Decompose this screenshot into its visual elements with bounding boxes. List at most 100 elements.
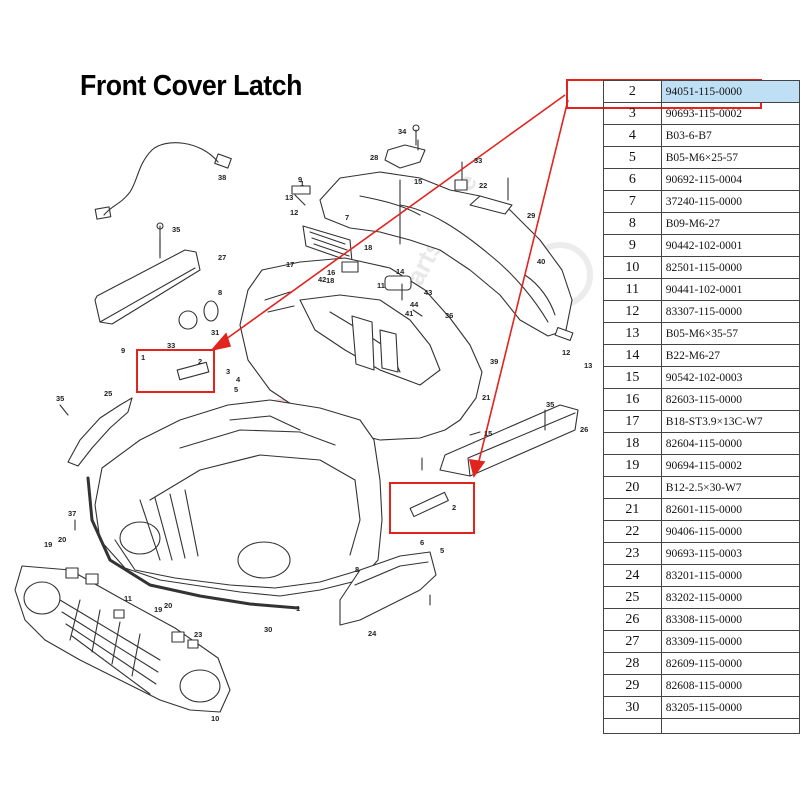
callout: 35 [56,394,64,403]
item-number: 27 [603,630,662,653]
callout: 27 [218,253,226,262]
callout: 36 [445,311,453,320]
item-number: 4 [603,124,662,147]
vent-grille-18 [302,225,353,263]
part-number: B18-ST3.9×13C-W7 [660,410,800,433]
callout: 20 [164,601,172,610]
item-number: 13 [603,322,662,345]
item-number: 29 [603,674,662,697]
callout: 13 [584,361,592,370]
item-number: 3 [603,102,662,125]
callout: 16 [327,268,335,277]
part-number: 83201-115-0000 [660,564,800,587]
part-number: 82608-115-0000 [660,674,800,697]
item-number: 8 [603,212,662,235]
callout: 44 [410,300,419,309]
callout: 22 [479,181,487,190]
page-title: Front Cover Latch [80,70,302,102]
callout: 5 [440,546,444,555]
dashboard-21 [239,257,483,441]
callout: 34 [398,127,407,136]
part-number: 37240-115-0000 [660,190,800,213]
trim-pad-27 [94,249,201,325]
highlight-arrows [209,94,569,478]
part-number: B05-M6×35-57 [660,322,800,345]
callout: 35 [172,225,180,234]
callout: 4 [236,375,241,384]
callout: 23 [194,630,202,639]
item-number: 30 [603,696,662,719]
latch-highlight-box-left [136,349,215,393]
front-grille-10 [14,565,231,713]
callout: 33 [167,341,175,350]
item-number: 2 [603,80,662,103]
callout: 42 [318,275,326,284]
item-number: 15 [603,366,662,389]
item-number: 24 [603,564,662,587]
part-number: 94051-115-0000 [660,80,800,103]
part-number: 90441-102-0001 [660,278,800,301]
part-number: 90693-115-0002 [660,102,800,125]
callout: 2 [198,357,202,366]
item-number: 16 [603,388,662,411]
callout: 41 [405,309,413,318]
part-number: 90542-102-0003 [660,366,800,389]
item-number: 10 [603,256,662,279]
callout: 11 [124,594,132,603]
item-number: 22 [603,520,662,543]
part-number: 90693-115-0003 [660,542,800,565]
callout: 15 [414,177,422,186]
item-number: 14 [603,344,662,367]
part-number: 83202-115-0000 [660,586,800,609]
part-number: 90406-115-0000 [660,520,800,543]
callout: 19 [44,540,52,549]
part-number: 82603-115-0000 [660,388,800,411]
callout: 1 [296,604,300,613]
item-number: 18 [603,432,662,455]
part-number: 90442-102-0001 [660,234,800,257]
part-number: 83205-115-0000 [660,696,800,719]
callout: 37 [68,509,76,518]
callout: 2 [452,503,456,512]
callout: 28 [370,153,378,162]
callout: 30 [264,625,272,634]
callout: 12 [290,208,298,217]
item-number: 19 [603,454,662,477]
callout: 18 [326,276,334,285]
callout: 18 [364,243,372,252]
item-number: 28 [603,652,662,675]
callout: 12 [562,348,570,357]
callout: 6 [420,538,424,547]
callout: 13 [285,193,293,202]
item-number: 12 [603,300,662,323]
item-number: 7 [603,190,662,213]
part-number: 90692-115-0004 [660,168,800,191]
table-cell [660,718,800,734]
item-number: 23 [603,542,662,565]
callout: 14 [396,267,405,276]
wire-harness-38 [94,142,232,220]
